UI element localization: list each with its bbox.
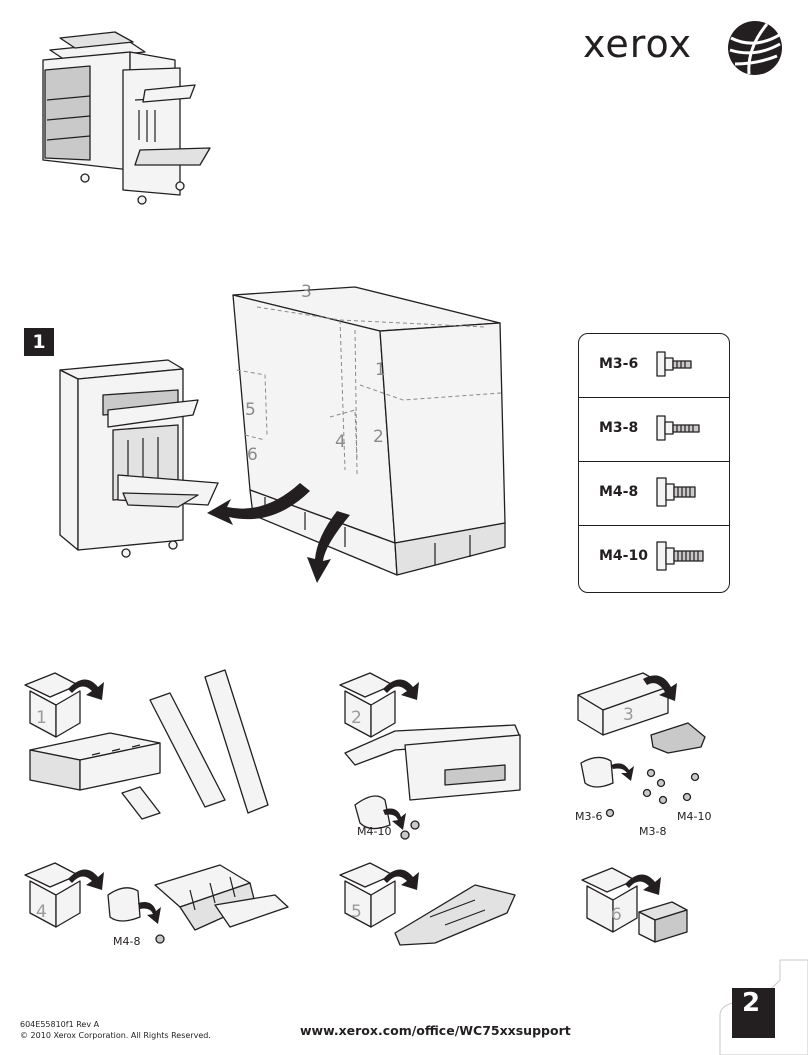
screw-row-m4-8: M4-8 (579, 462, 729, 525)
screw-label-m3-6: M3-6 (575, 810, 602, 823)
part-1-illustration: 1 (24, 669, 269, 820)
crate-label-6: 6 (247, 445, 258, 465)
crate-label-2: 2 (373, 427, 384, 447)
box-number-6: 6 (611, 905, 622, 925)
screw-row-m3-6: M3-6 (579, 334, 729, 397)
part-4-illustration: 4 M4-8 (24, 862, 289, 948)
crate-label-5: 5 (245, 400, 256, 420)
box-number-2: 2 (351, 708, 362, 728)
printer-with-finisher-illustration (42, 31, 211, 205)
page-number: 2 (742, 988, 761, 1018)
crate-label-4: 4 (335, 432, 346, 452)
screw-label-m4-10: M4-10 (357, 825, 391, 838)
panel-divider (579, 525, 729, 526)
screw-m3-8-icon (656, 415, 700, 441)
part-3-illustration: 3 M3-6 M3-8 M4-10 (575, 672, 711, 838)
screw-label-m3-8: M3-8 (639, 825, 666, 838)
box-number-3: 3 (623, 705, 634, 725)
box-number-1: 1 (36, 708, 47, 728)
xerox-sphere-icon (728, 21, 782, 75)
brand-name: xerox (583, 22, 693, 66)
part-5-illustration: 5 (339, 862, 516, 946)
page-corner-tab (719, 959, 808, 1055)
box-number-4: 4 (36, 902, 47, 922)
step-number-badge: 1 (24, 328, 54, 356)
curved-arrows-icon (207, 483, 350, 583)
screw-name: M4-8 (599, 484, 639, 500)
crate-label-1: 1 (375, 360, 386, 380)
screw-label-m4-10: M4-10 (677, 810, 711, 823)
screw-row-m4-10: M4-10 (579, 526, 729, 589)
screw-m3-6-icon (656, 351, 692, 377)
doc-number: 604E55810f1 Rev A (20, 1020, 100, 1029)
screw-m4-10-icon (656, 541, 704, 571)
screw-m4-8-icon (656, 477, 696, 507)
screw-row-m3-8: M3-8 (579, 398, 729, 461)
screw-reference-panel: M3-6 M3-8 M4-8 M4-10 (578, 333, 730, 593)
support-url-link[interactable]: www.xerox.com/office/WC75xxsupport (300, 1023, 571, 1038)
part-6-illustration: 6 (581, 867, 688, 943)
part-2-illustration: 2 M4-10 (339, 672, 521, 840)
screw-label-m4-8: M4-8 (113, 935, 140, 948)
panel-divider (579, 397, 729, 398)
box-number-5: 5 (351, 902, 362, 922)
screw-name: M4-10 (599, 548, 648, 564)
crate-label-3: 3 (301, 282, 312, 302)
finisher-unit-illustration (59, 359, 219, 558)
panel-divider (579, 461, 729, 462)
copyright: © 2010 Xerox Corporation. All Rights Res… (20, 1031, 211, 1040)
footer-legal: 604E55810f1 Rev A © 2010 Xerox Corporati… (20, 1019, 211, 1041)
screw-name: M3-6 (599, 356, 639, 372)
xerox-logo: xerox (583, 22, 692, 66)
screw-name: M3-8 (599, 420, 639, 436)
packing-crate-illustration: 3 1 5 2 4 6 (232, 282, 506, 576)
